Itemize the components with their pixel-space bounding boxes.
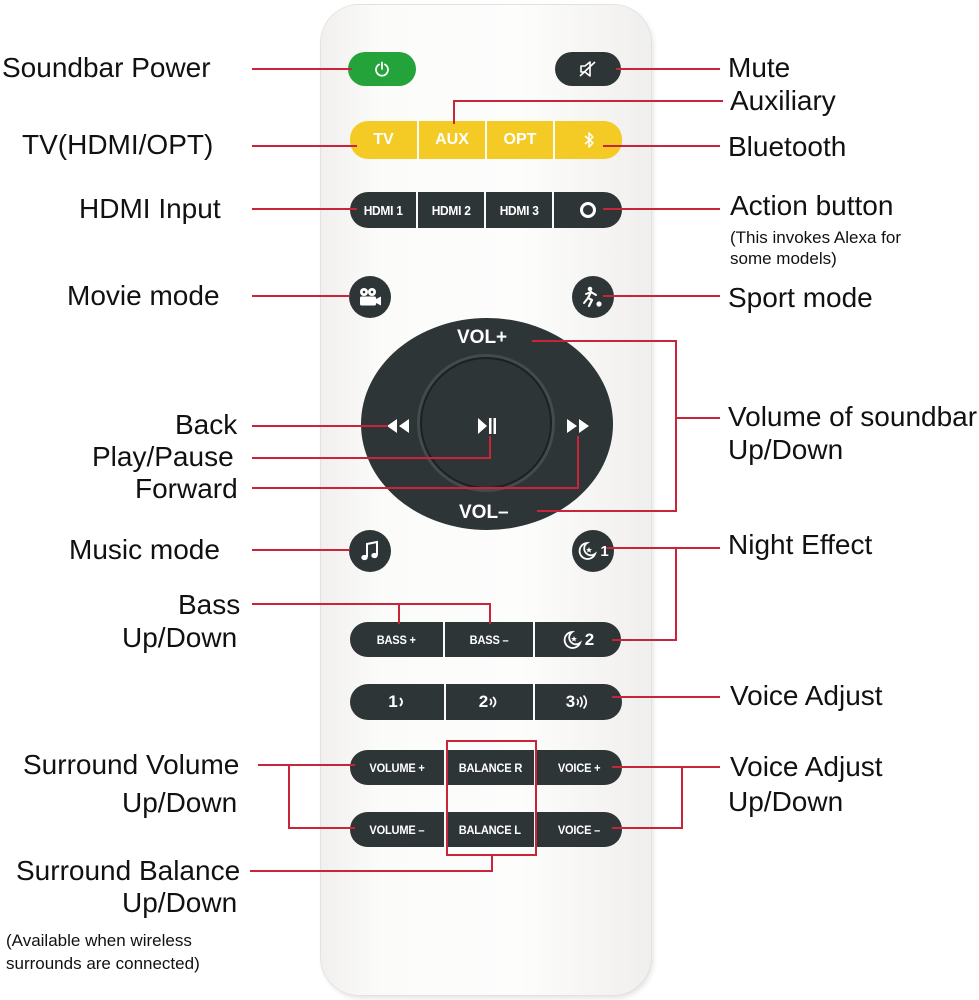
sound-wave-icon xyxy=(399,697,403,707)
opt-button[interactable]: OPT xyxy=(487,121,555,159)
speaker-mute-icon xyxy=(579,61,596,77)
balance-l-label: BALANCE L xyxy=(458,822,522,837)
volume-up-label: VOLUME + xyxy=(369,760,425,775)
hdmi1-button[interactable]: HDMI 1 xyxy=(350,192,418,228)
rewind-icon[interactable] xyxy=(385,417,411,435)
voice-down-button[interactable]: VOICE – xyxy=(536,812,622,847)
balance-r-label: BALANCE R xyxy=(458,760,522,775)
label-auxiliary: Auxiliary xyxy=(730,85,836,116)
vol-up-button[interactable]: VOL+ xyxy=(457,327,508,348)
note-surround-2: surrounds are connected) xyxy=(6,954,200,973)
label-surround-volume: Surround Volume xyxy=(23,749,240,780)
label-bass: Bass xyxy=(178,589,241,620)
hdmi2-button[interactable]: HDMI 2 xyxy=(418,192,486,228)
voice2-label: 2 xyxy=(478,692,489,711)
label-forward: Forward xyxy=(135,473,238,504)
label-play-pause: Play/Pause xyxy=(92,441,234,472)
sound-wave-icon xyxy=(576,694,588,710)
action-button[interactable] xyxy=(554,192,622,228)
volume-down-label: VOLUME – xyxy=(369,822,425,837)
bass-down-button[interactable]: BASS – xyxy=(445,622,535,657)
power-icon xyxy=(375,61,389,77)
label-bass-updown: Up/Down xyxy=(122,622,238,653)
night1-label: 1 xyxy=(600,542,609,560)
voice-up-button[interactable]: VOICE + xyxy=(536,750,622,785)
movie-mode-button[interactable] xyxy=(349,276,391,318)
hdmi3-button[interactable]: HDMI 3 xyxy=(486,192,554,228)
voice-up-label: VOICE + xyxy=(557,760,601,775)
music-note-icon xyxy=(361,540,378,561)
voice-down-label: VOICE – xyxy=(557,822,601,837)
note-action-2: some models) xyxy=(730,249,837,268)
moon-star-icon xyxy=(563,630,582,649)
hdmi1-label: HDMI 1 xyxy=(363,202,403,218)
bass-up-label: BASS + xyxy=(376,632,417,647)
hdmi2-label: HDMI 2 xyxy=(431,202,471,218)
ring-icon xyxy=(580,202,596,218)
note-surround-1: (Available when wireless xyxy=(6,931,192,950)
label-volume-updown: Up/Down xyxy=(728,434,844,465)
label-sport-mode: Sport mode xyxy=(728,282,873,313)
vol-down-button[interactable]: VOL– xyxy=(459,502,509,523)
soccer-player-icon xyxy=(583,286,602,308)
aux-button[interactable]: AUX xyxy=(419,121,487,159)
label-action-button: Action button xyxy=(730,190,894,221)
label-movie-mode: Movie mode xyxy=(67,280,220,311)
note-action-1: (This invokes Alexa for xyxy=(730,228,902,247)
label-night-effect: Night Effect xyxy=(728,529,873,560)
night2-label: 2 xyxy=(584,629,595,649)
voice-3-button[interactable]: 3 xyxy=(535,684,622,720)
bass-down-label: BASS – xyxy=(469,632,509,647)
night-effect-2-button[interactable]: 2 xyxy=(535,622,621,657)
label-surround-volume-updown: Up/Down xyxy=(122,787,238,818)
label-soundbar-power: Soundbar Power xyxy=(2,52,211,83)
label-hdmi-input: HDMI Input xyxy=(79,193,221,224)
label-voice-adjust: Voice Adjust xyxy=(730,680,883,711)
voice-2-button[interactable]: 2 xyxy=(446,684,535,720)
fast-forward-icon[interactable] xyxy=(565,417,591,435)
movie-camera-icon xyxy=(360,288,381,306)
power-button[interactable] xyxy=(348,52,416,86)
balance-r-button[interactable]: BALANCE R xyxy=(446,750,536,785)
label-music-mode: Music mode xyxy=(69,534,220,565)
volume-down-button[interactable]: VOLUME – xyxy=(350,812,446,847)
mute-button[interactable] xyxy=(555,52,621,86)
voice-1-button[interactable]: 1 xyxy=(350,684,446,720)
hdmi3-label: HDMI 3 xyxy=(499,202,539,218)
voice3-label: 3 xyxy=(565,692,576,711)
bluetooth-icon xyxy=(584,132,594,148)
label-bluetooth: Bluetooth xyxy=(728,131,847,162)
label-voice-adjust-updown: Up/Down xyxy=(728,786,844,817)
volume-up-button[interactable]: VOLUME + xyxy=(350,750,446,785)
sound-wave-icon xyxy=(489,696,497,708)
label-voice-adjust-ud: Voice Adjust xyxy=(730,751,883,782)
balance-l-button[interactable]: BALANCE L xyxy=(446,812,536,847)
bass-up-button[interactable]: BASS + xyxy=(350,622,445,657)
moon-star-icon xyxy=(579,541,598,560)
label-volume: Volume of soundbar xyxy=(728,401,978,432)
bluetooth-button[interactable] xyxy=(555,121,622,159)
night-effect-1-button[interactable]: 1 xyxy=(572,530,614,572)
music-mode-button[interactable] xyxy=(349,530,391,572)
label-tv-hdmi-opt: TV(HDMI/OPT) xyxy=(22,129,214,160)
voice1-label: 1 xyxy=(388,692,398,711)
sport-mode-button[interactable] xyxy=(572,276,614,318)
label-mute: Mute xyxy=(728,52,791,83)
label-surround-balance: Surround Balance xyxy=(16,855,241,886)
label-back: Back xyxy=(175,409,238,440)
tv-button[interactable]: TV xyxy=(350,121,419,159)
label-surround-balance-updown: Up/Down xyxy=(122,887,238,918)
play-pause-icon xyxy=(478,418,496,434)
